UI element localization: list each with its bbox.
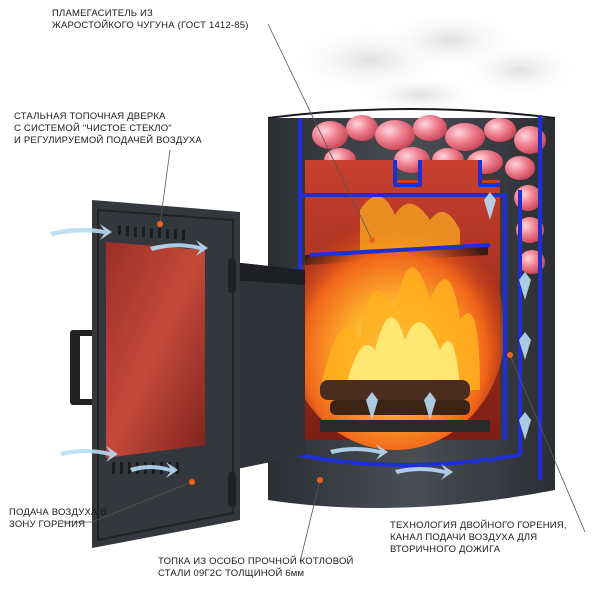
stove-door — [70, 200, 240, 548]
label-air-supply: ПОДАЧА ВОЗДУХА В ЗОНУ ГОРЕНИЯ — [9, 507, 107, 531]
firebox-tunnel — [232, 262, 305, 470]
steam-cloud — [290, 10, 580, 115]
label-double-burn-line3: ВТОРИЧНОГО ДОЖИГА — [390, 544, 501, 555]
label-door-line2: С СИСТЕМОЙ "ЧИСТОЕ СТЕКЛО" — [14, 123, 172, 134]
label-door: СТАЛЬНАЯ ТОПОЧНАЯ ДВЕРКА С СИСТЕМОЙ "ЧИС… — [14, 111, 202, 147]
air-flow-arrow-icon — [50, 192, 531, 480]
label-firebox-line2: СТАЛИ 09Г2С ТОЛЩИНОЙ 6мм — [158, 568, 305, 579]
label-double-burn-line2: КАНАЛ ПОДАЧИ ВОЗДУХА ДЛЯ — [390, 532, 538, 543]
label-double-burn-line1: ТЕХНОЛОГИЯ ДВОЙНОГО ГОРЕНИЯ, — [390, 520, 567, 531]
label-door-line1: СТАЛЬНАЯ ТОПОЧНАЯ ДВЕРКА — [14, 111, 166, 122]
top-vent-icon — [118, 225, 185, 240]
label-firebox: ТОПКА ИЗ ОСОБО ПРОЧНОЙ КОТЛОВОЙ СТАЛИ 09… — [158, 556, 354, 580]
cutaway-edges — [260, 115, 542, 480]
door-handle-icon — [70, 330, 80, 405]
label-air-supply-line2: ЗОНУ ГОРЕНИЯ — [9, 519, 86, 530]
label-double-burn: ТЕХНОЛОГИЯ ДВОЙНОГО ГОРЕНИЯ, КАНАЛ ПОДАЧ… — [390, 520, 567, 556]
door-glass — [106, 242, 205, 458]
firebox-cutaway — [285, 160, 505, 450]
label-flame-damper: ПЛАМЕГАСИТЕЛЬ ИЗ ЖАРОСТОЙКОГО ЧУГУНА (ГО… — [52, 8, 249, 32]
label-air-supply-line1: ПОДАЧА ВОЗДУХА В — [9, 507, 107, 518]
label-door-line3: И РЕГУЛИРУЕМОЙ ПОДАЧЕЙ ВОЗДУХА — [14, 135, 202, 146]
callout-lines — [62, 23, 586, 563]
label-firebox-line1: ТОПКА ИЗ ОСОБО ПРОЧНОЙ КОТЛОВОЙ — [158, 556, 354, 567]
label-flame-damper-line2: ЖАРОСТОЙКОГО ЧУГУНА (ГОСТ 1412-85) — [52, 20, 249, 31]
label-flame-damper-line1: ПЛАМЕГАСИТЕЛЬ ИЗ — [52, 8, 153, 19]
callout-dot-icon — [157, 221, 513, 485]
